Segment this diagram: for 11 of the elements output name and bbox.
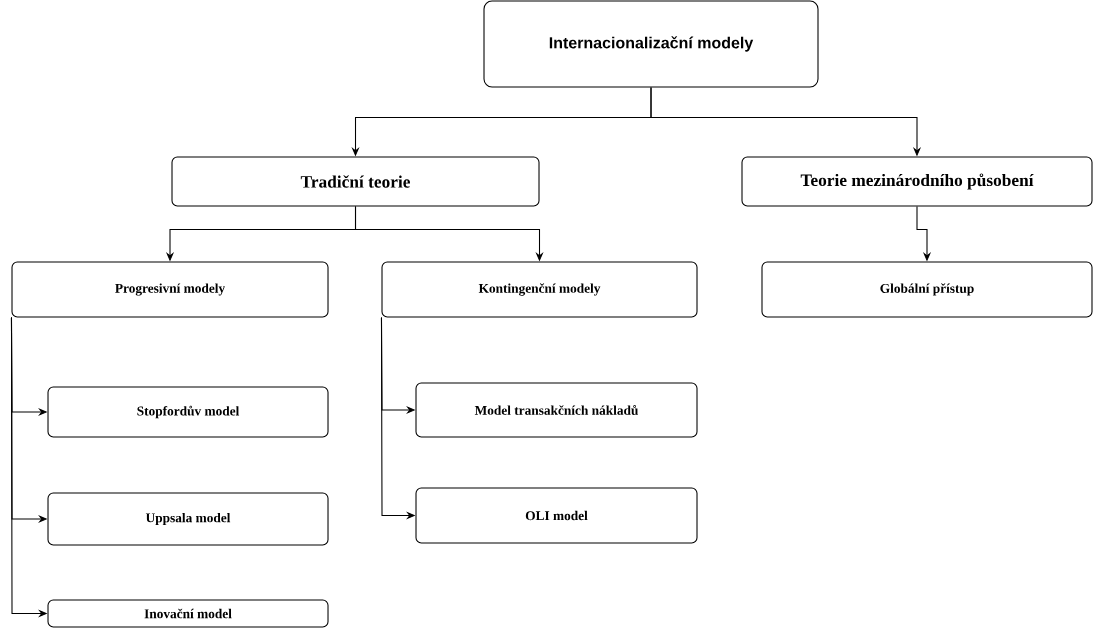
- model-box: Uppsala model: [47, 492, 329, 546]
- model-box: Globální přístup: [761, 261, 1093, 318]
- model-box: Inovační model: [47, 599, 329, 628]
- model-box: Stopfordův model: [47, 386, 329, 438]
- category-box: Tradiční teorie: [171, 156, 540, 207]
- category-box: Teorie mezinárodního působení: [741, 156, 1093, 207]
- model-box: OLI model: [415, 487, 698, 544]
- model-box: Model transakčních nákladů: [415, 382, 698, 438]
- model-box: Progresivní modely: [11, 261, 329, 318]
- root-box: Internacionalizační modely: [483, 0, 819, 88]
- model-box: Kontingenční modely: [381, 261, 698, 318]
